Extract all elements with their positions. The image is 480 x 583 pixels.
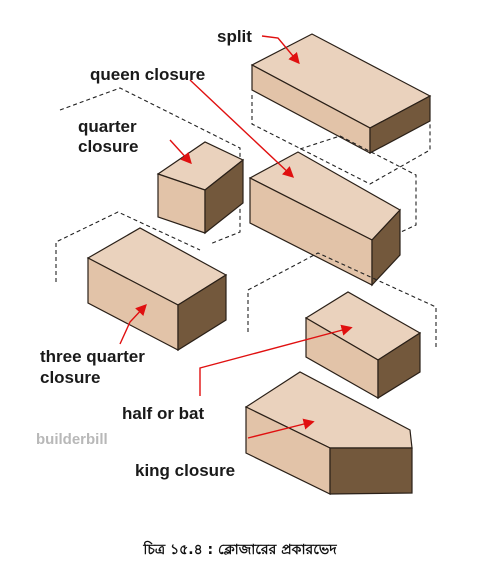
quarter-closure-brick [59,87,245,245]
label-king-closure: king closure [135,461,235,480]
label-quarter-closure-line1: quarter [78,117,137,136]
figure-caption: চিত্র ১৫.৪ : ক্লোজারের প্রকারভেদ [142,540,337,558]
label-three-quarter-line2: closure [40,368,100,387]
label-arrows [119,35,353,439]
three-quarter-closure-brick [55,211,228,352]
label-split: split [217,27,252,46]
label-quarter-closure-line2: closure [78,137,138,156]
king-closure-brick [244,371,413,495]
split-brick [250,33,432,185]
label-queen-closure: queen closure [90,65,205,84]
label-half-or-bat: half or bat [122,404,205,423]
label-three-quarter-line1: three quarter [40,347,145,366]
watermark: builderbill [36,431,108,448]
half-bat-brick [247,252,437,400]
queen-closure-brick [248,135,417,287]
